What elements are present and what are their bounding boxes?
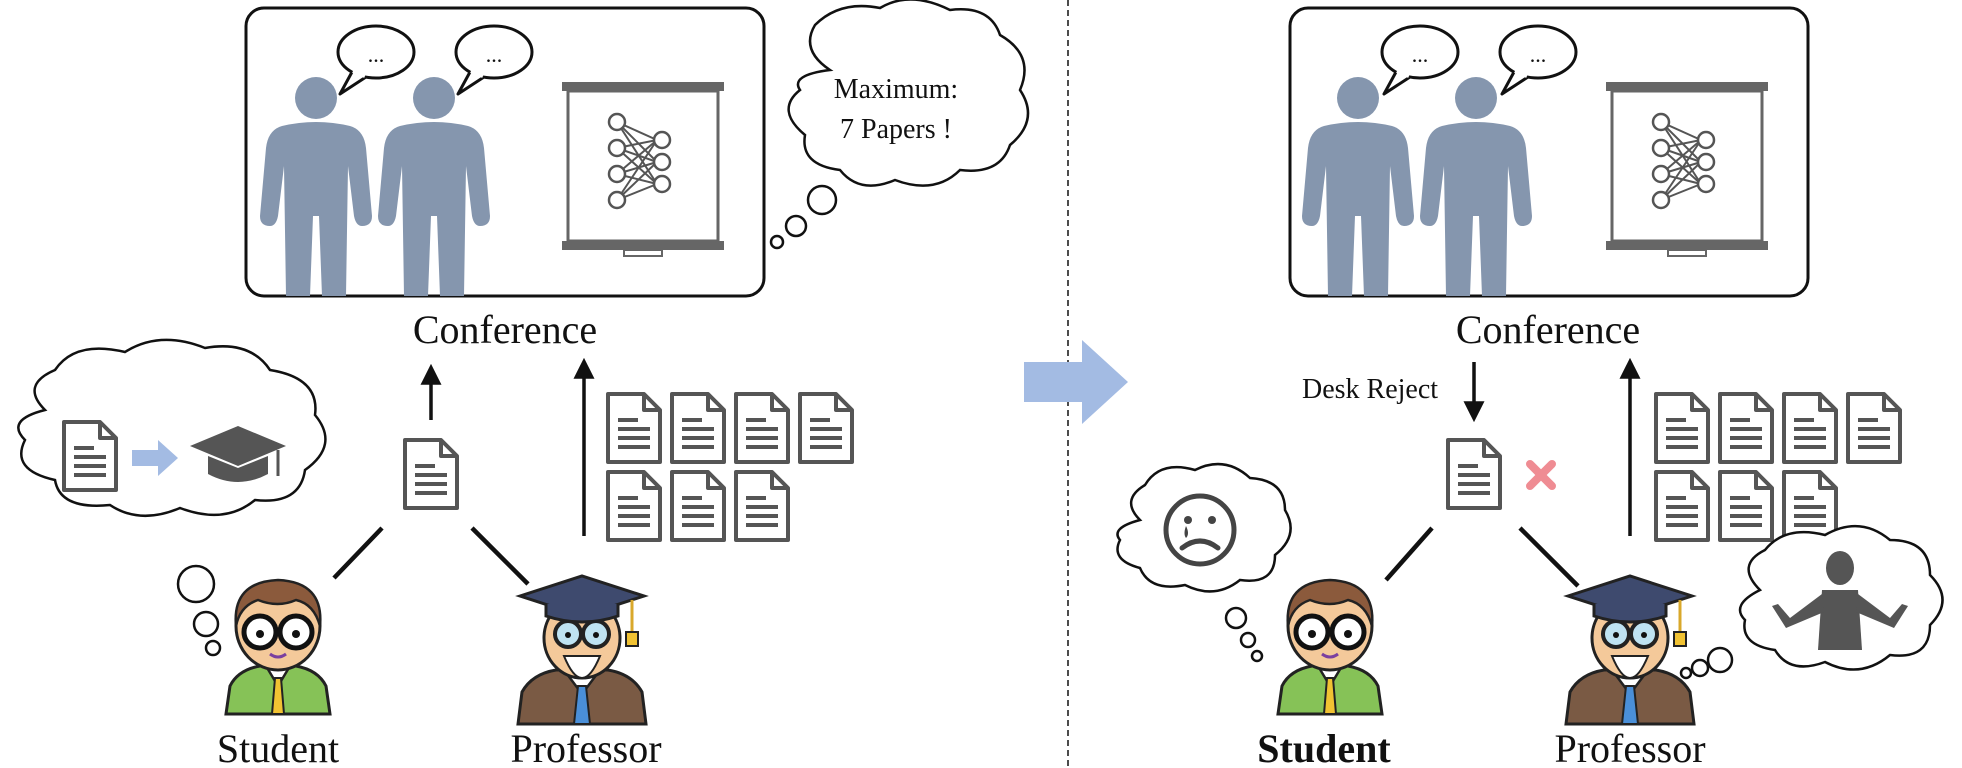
sad-face-icon — [1163, 493, 1237, 567]
document-icon — [1446, 438, 1502, 510]
document-icon — [1846, 392, 1902, 464]
shrug-icon — [1772, 551, 1908, 650]
document-icon — [1654, 392, 1710, 464]
bubble-line-2: 7 Papers ! — [840, 114, 952, 145]
professor-papers — [1654, 392, 1902, 542]
professor-link — [470, 526, 530, 586]
conference-label: Conference — [413, 307, 597, 352]
student-link — [332, 526, 384, 580]
document-icon — [1782, 470, 1838, 542]
document-icon — [403, 438, 459, 510]
document-icon — [62, 420, 118, 492]
professor-link — [1518, 526, 1580, 588]
left-panel: ... ... Maximum: 7 Papers ! Conference — [17, 0, 1030, 768]
document-icon — [734, 470, 790, 542]
student-label: Student — [1257, 726, 1391, 768]
conference-label: Conference — [1456, 307, 1640, 352]
document-icon — [1718, 470, 1774, 542]
student-link — [1384, 526, 1434, 582]
document-icon — [1654, 470, 1710, 542]
student-label: Student — [217, 726, 339, 768]
professor-avatar — [1564, 574, 1696, 726]
speech-bubble: ... — [1498, 24, 1578, 96]
student-avatar — [226, 580, 330, 714]
professor-label: Professor — [1554, 726, 1705, 768]
document-icon — [670, 470, 726, 542]
document-icon — [734, 392, 790, 464]
neural-network-screen-icon — [560, 80, 726, 258]
bubble-line-1: Maximum: — [834, 74, 958, 105]
neural-network-screen-icon — [1604, 80, 1770, 258]
speech-text: ... — [1412, 42, 1429, 67]
speech-bubble: ... — [454, 24, 534, 96]
student-avatar — [1278, 580, 1382, 714]
document-icon — [1782, 392, 1838, 464]
thought-cloud — [769, 0, 1030, 250]
right-arrow-icon — [132, 440, 178, 476]
right-panel: ... ... Conference Desk Reject — [1116, 6, 1944, 768]
desk-reject-label: Desk Reject — [1302, 374, 1438, 405]
transition-arrow-icon — [1024, 340, 1128, 424]
document-icon — [798, 392, 854, 464]
professor-papers — [606, 392, 854, 542]
document-icon — [606, 392, 662, 464]
document-icon — [670, 392, 726, 464]
speech-bubble: ... — [1380, 24, 1460, 96]
speech-text: ... — [1530, 42, 1547, 67]
x-mark-icon — [1526, 460, 1556, 490]
speech-text: ... — [368, 42, 385, 67]
document-icon — [1718, 392, 1774, 464]
graduation-cap-icon — [190, 426, 286, 482]
speech-bubble: ... — [336, 24, 416, 96]
professor-label: Professor — [510, 726, 661, 768]
document-icon — [606, 470, 662, 542]
speech-text: ... — [486, 42, 503, 67]
professor-avatar — [516, 574, 648, 726]
